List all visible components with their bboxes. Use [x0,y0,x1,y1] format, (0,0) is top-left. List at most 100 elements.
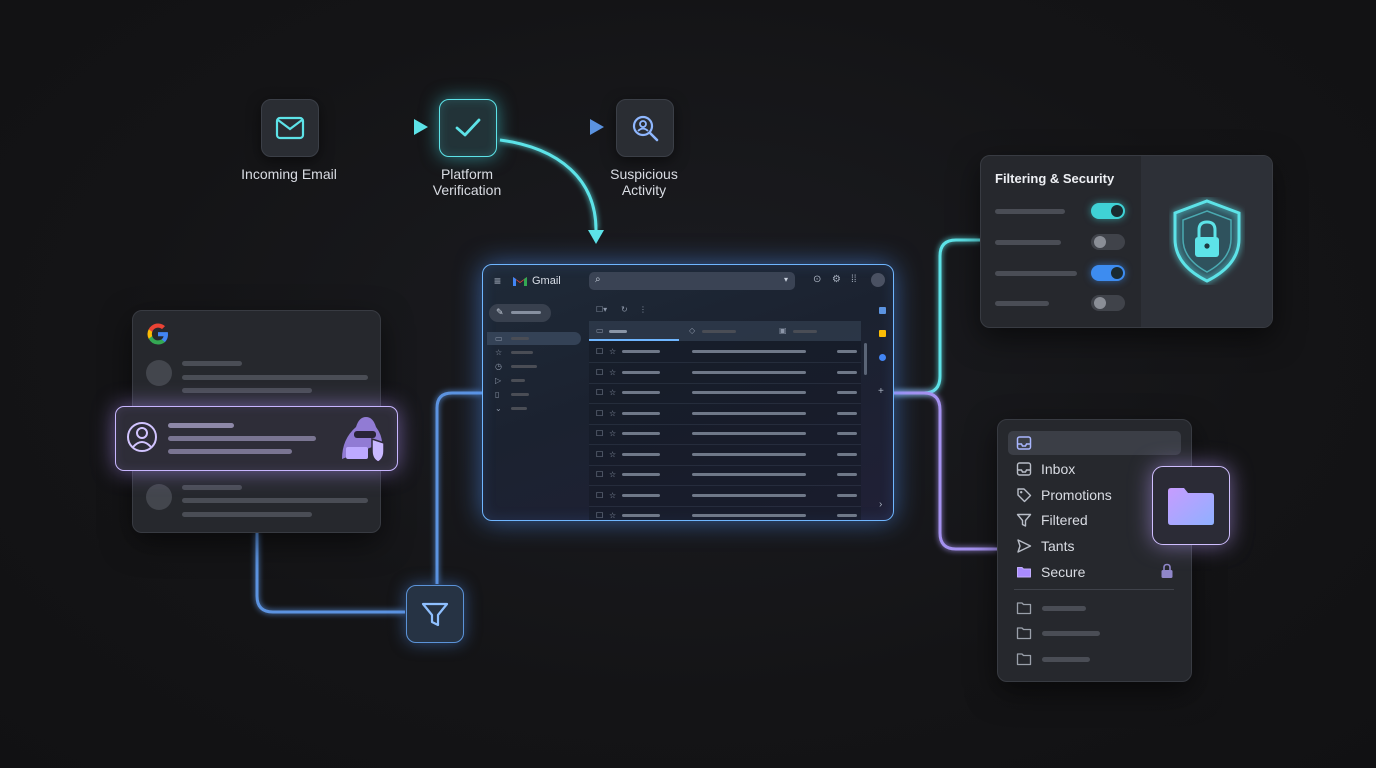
folder-selected-row[interactable] [1008,431,1181,455]
inbox-tray-icon [1016,436,1032,450]
placeholder-line [622,411,660,415]
placeholder-line [1042,657,1090,662]
setting-toggle-3[interactable] [1091,265,1125,281]
checkbox-icon[interactable]: ☐ [596,470,604,479]
placeholder-line [837,452,857,456]
checkbox-icon[interactable]: ☐ [596,490,604,500]
chevron-right-icon[interactable]: › [879,499,883,510]
checkbox-icon[interactable]: ☐ [596,347,604,356]
add-icon[interactable]: + [878,386,884,397]
setting-toggle-2[interactable] [1091,234,1125,250]
setting-toggle-1[interactable] [1091,203,1125,219]
mail-icon [275,116,305,140]
setting-label-line [995,271,1077,276]
wire-gmail-to-filtering [892,238,980,395]
placeholder-line [622,350,660,353]
help-icon[interactable]: ⊙ [813,274,822,285]
placeholder-line [511,365,537,368]
placeholder-line [182,375,368,380]
checkbox-icon[interactable]: ☐ [596,388,604,397]
contacts-icon[interactable] [879,354,886,361]
placeholder-line [511,407,527,410]
table-row[interactable]: ☐☆ [589,424,861,445]
checkbox-icon[interactable]: ☐ [596,449,604,459]
star-icon[interactable]: ☆ [609,511,617,520]
tag-icon [1017,488,1032,503]
checkbox-icon[interactable]: ☐ [596,511,604,520]
more-vertical-icon[interactable]: ⋮ [639,305,647,314]
star-icon[interactable]: ☆ [609,470,617,479]
table-row[interactable]: ☐☆ [589,506,861,520]
star-icon[interactable]: ☆ [609,347,617,356]
folder-divider [1014,589,1174,590]
table-row[interactable]: ☐☆ [589,383,861,404]
folder-item-inbox[interactable]: Inbox [1016,459,1075,479]
tab-promotions-icon[interactable]: ◇ [689,326,696,335]
draft-icon: ▯ [495,390,500,399]
tab-social-icon[interactable]: ▣ [779,326,787,335]
star-icon[interactable]: ☆ [609,429,617,438]
placeholder-line [837,493,857,497]
placeholder-line [168,436,316,441]
hamburger-menu-icon[interactable]: ≡ [494,274,502,288]
table-row[interactable]: ☐☆ [589,363,861,384]
gear-icon[interactable]: ⚙ [832,274,841,285]
profile-avatar[interactable] [871,273,885,287]
star-icon[interactable]: ☆ [609,388,617,397]
list-scrollbar[interactable] [864,343,867,375]
suspicious-account-row[interactable] [115,406,398,471]
check-icon [455,118,481,137]
folder-item-secure[interactable]: Secure [1016,562,1085,582]
placeholder-line [182,485,242,490]
placeholder-line [793,330,817,333]
pencil-icon: ✎ [496,307,504,317]
lock-icon [1161,563,1173,578]
table-row[interactable]: ☐☆ [589,445,861,466]
avatar [146,360,172,386]
table-row[interactable]: ☐☆ [589,404,861,425]
select-checkbox-icon[interactable]: ☐▾ [596,305,608,314]
incoming-email-node [261,99,319,157]
wire-card-to-filter [255,533,405,614]
tab-primary-icon[interactable]: ▭ [596,326,604,335]
avatar [146,484,172,510]
table-row[interactable]: ☐☆ [589,342,861,363]
tab-primary-underline [589,339,679,341]
apps-icon[interactable]: ⁞⁞ [851,274,857,285]
placeholder-line [609,330,627,333]
table-row[interactable]: ☐☆ [589,486,861,507]
folder-item-promotions[interactable]: Promotions [1016,485,1112,505]
search-input[interactable]: ⌕ ▾ [589,272,795,290]
star-icon[interactable]: ☆ [609,408,617,418]
star-icon[interactable]: ☆ [609,449,617,459]
platform-verification-label: Platform Verification [432,166,502,198]
calendar-icon[interactable] [879,307,886,314]
keep-icon[interactable] [879,330,886,337]
folder-icon [1017,567,1031,578]
compose-button[interactable]: ✎ [489,304,551,322]
placeholder-line [511,379,525,382]
star-icon[interactable]: ☆ [609,367,617,377]
placeholder-line [837,411,857,415]
chevron-down-icon[interactable]: ▾ [783,275,788,284]
placeholder-line [622,452,660,456]
placeholder-line [692,350,806,353]
refresh-icon[interactable]: ↻ [621,305,628,314]
placeholder-line [837,391,857,394]
nav-item-inbox-active[interactable] [487,332,581,345]
arrow-head-suspicious [590,119,604,135]
placeholder-line [702,330,736,333]
setting-toggle-4[interactable] [1091,295,1125,311]
gmail-window: ≡ Gmail ⌕ ▾ ⊙ ⚙ ⁞⁞ ✎ ▭ ☆ ◷ ▷ ▯ ⌄ [482,264,894,521]
placeholder-line [837,432,857,435]
inbox-icon: ▭ [495,334,503,343]
checkbox-icon[interactable]: ☐ [596,367,604,377]
checkbox-icon[interactable]: ☐ [596,408,604,418]
folder-item-tants[interactable]: Tants [1016,536,1074,556]
table-row[interactable]: ☐☆ [589,465,861,486]
star-icon[interactable]: ☆ [609,490,617,500]
folder-item-filtered[interactable]: Filtered [1016,510,1088,530]
placeholder-line [511,393,529,396]
setting-label-line [995,209,1065,214]
checkbox-icon[interactable]: ☐ [596,429,604,438]
